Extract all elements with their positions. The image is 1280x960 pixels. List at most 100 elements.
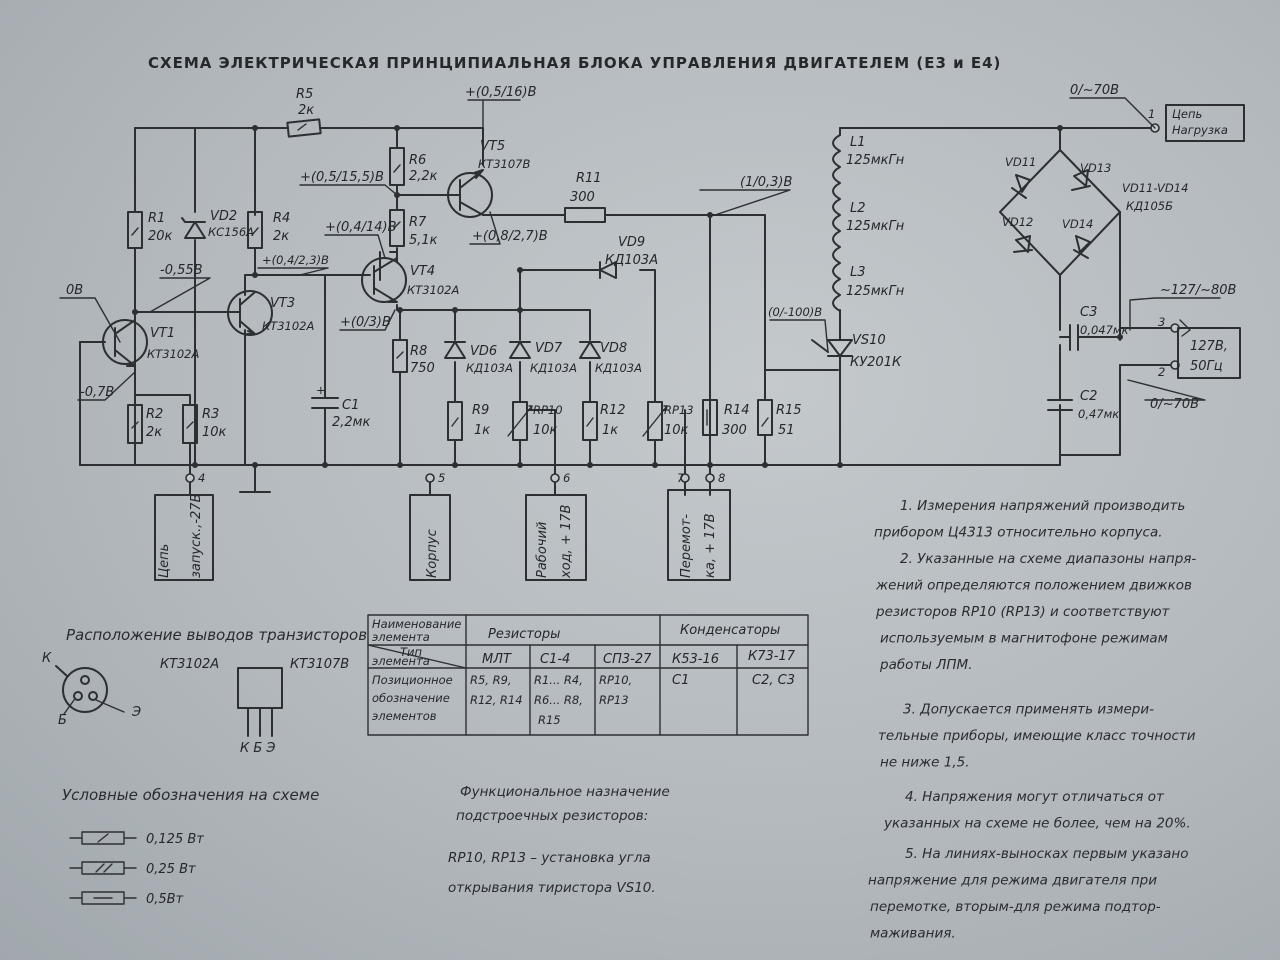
vd8-ref: VD8 [600,341,627,356]
v-r4: +(0,4/2,3)В [262,253,329,267]
vt5-ref: VT5 [480,139,505,154]
pinout-b: Б [58,713,67,728]
rp13-value: 10к [664,423,689,438]
vt1-value: КТ3102А [147,347,199,361]
v-vt5-e: +(0,5/16)В [465,85,537,100]
pin-7: 7 [677,471,685,485]
l2-ref: L2 [850,201,866,216]
table-p5: С2, С3 [752,673,795,688]
note-line: 2. Указанные на схеме диапазоны напря- [900,551,1196,567]
function-heading-1: Функциональное назначение [460,784,670,800]
table-p2-1: R1... R4, [534,673,583,687]
vt4-value: КТ3102А [407,283,459,297]
connector-78-line1: Перемот- [679,514,694,578]
table-p1-1: R5, R9, [470,673,512,687]
vd6-ref: VD6 [470,344,497,359]
c1-ref: C1 [342,398,359,413]
r6-value: 2,2к [409,169,438,184]
table-p2-2: R6... R8, [534,693,583,707]
note-line: тельные приборы, имеющие класс точности [878,728,1196,744]
vt3-value: КТ3102А [262,319,314,333]
note-line: напряжение для режима двигателя при [868,873,1157,889]
connector-6-line1: Рабочий [535,522,550,578]
r2-value: 2к [146,425,162,440]
vd2-value: КС156А [208,225,254,239]
table-p2-3: R15 [538,713,561,727]
vd7-value: КД103А [530,361,577,375]
v-vt4-e: +(0/3)В [340,315,391,330]
r15-value: 51 [778,423,795,438]
diodes [444,169,1091,359]
function-line-1: RP10, RP13 – установка угла [448,850,651,866]
note-line: перемотке, вторым-для режима подтор- [870,899,1161,915]
r11-ref: R11 [576,171,602,186]
vt4-ref: VT4 [410,264,435,279]
function-heading-2: подстроечных резисторов: [456,808,648,824]
v-bot: 0/~70В [1150,397,1199,412]
connector-78-line2: ка, + 17В [703,513,718,578]
c2-ref: C2 [1080,389,1097,404]
vd13-ref: VD13 [1080,161,1111,175]
vd12-ref: VD12 [1002,215,1033,229]
table-t2: С1-4 [540,652,570,667]
note-line: 5. На линиях-выносках первым указано [905,846,1188,862]
table-p3-2: RP13 [599,693,629,707]
r4-ref: R4 [273,211,290,226]
r7-ref: R7 [409,215,427,230]
resistor-marks [131,123,769,437]
table-h-type-1: Тип [400,645,422,659]
transistors [102,169,493,367]
table-p1-2: R12, R14 [470,693,523,707]
terminal-boxes [1165,104,1245,379]
connector-4-line2: запуск.,-27В [189,493,204,578]
r5-value: 2к [298,103,314,118]
pinout-heading: Расположение выводов транзисторов [66,626,367,644]
r8-ref: R8 [410,344,427,359]
c3-value: 0,047мк [1080,323,1129,337]
note-line: 4. Напряжения могут отличаться от [905,789,1165,805]
v-vt5-b: +(0,8/2,7)В [472,229,548,244]
vd7-ref: VD7 [535,341,563,356]
r14-ref: R14 [724,403,750,418]
vd9-value: КД103А [605,253,658,268]
legend-heading: Условные обозначения на схеме [62,786,319,804]
pin-numbers: 1 2 3 4 5 6 7 8 [198,107,1165,485]
pinout-kt3102-drawing [55,665,125,715]
wiring [79,127,1176,496]
table-t3: СП3-27 [603,652,652,667]
voltage-labels: +(0,5/16)В +(0,5/15,5)В +(0,4/14)В +(0,8… [66,83,1237,412]
c1-value: 2,2мк [332,415,370,430]
pinout-kt3102: КТ3102А [160,657,219,672]
note-line: маживания. [870,926,956,942]
legend-w3: 0,5Вт [146,892,184,907]
l3-ref: L3 [850,265,866,280]
r7-value: 5,1к [409,233,438,248]
l2-value: 125мкГн [846,219,905,234]
vs10-ref: VS10 [852,333,886,348]
resistors [127,118,773,444]
v-0b: 0В [66,283,83,298]
pinout-kt3107: КТ3107В [290,657,349,672]
thyristor-vs10 [811,339,853,371]
r8-value: 750 [410,361,435,376]
pin-6: 6 [563,471,570,485]
table-g-res: Резисторы [488,627,560,642]
connector-6-line2: ход, + 17В [559,505,574,579]
r9-ref: R9 [472,403,489,418]
vt3-ref: VT3 [270,296,295,311]
rp10-value: 10к [533,423,558,438]
pin-3: 3 [1158,315,1165,329]
table-g-cap: Конденсаторы [680,623,780,638]
r6-ref: R6 [409,153,426,168]
r15-ref: R15 [776,403,802,418]
c3-ref: C3 [1080,305,1097,320]
bridge-ref: VD11-VD14 [1122,181,1188,195]
svg-text:+: + [316,383,326,397]
r1-value: 20к [148,229,173,244]
note-line: жений определяются положением движков [875,578,1192,594]
legend-symbols [69,831,137,905]
zener-vd2 [181,217,206,239]
r3-value: 10к [202,425,227,440]
